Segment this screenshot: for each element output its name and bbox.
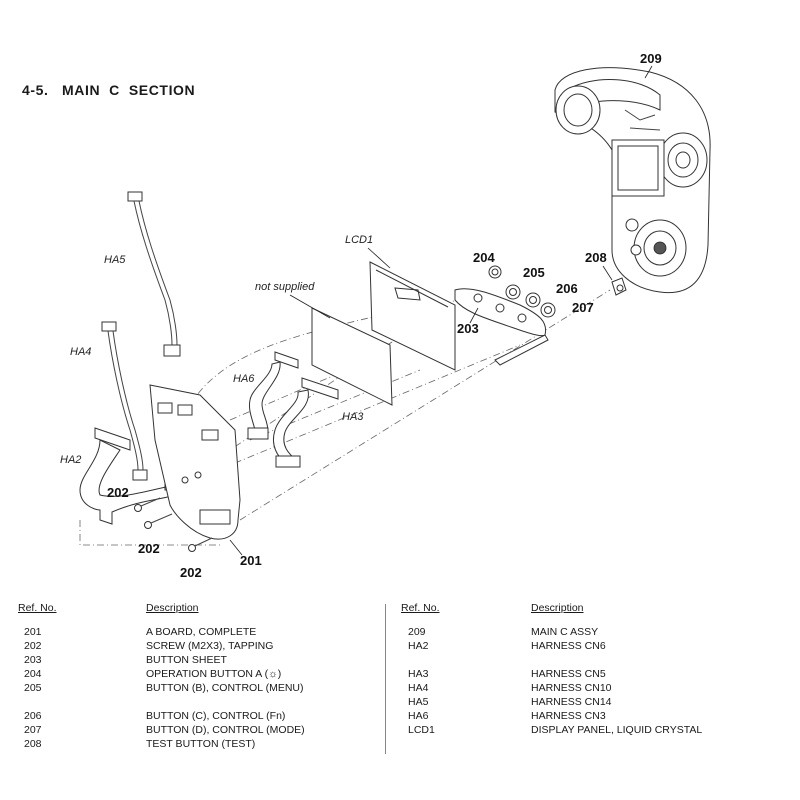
label-ha5: HA5 (104, 254, 126, 266)
left-row-ref: 206 (24, 710, 42, 722)
left-row-ref: 208 (24, 738, 42, 750)
left-row-desc: A BOARD, COMPLETE (146, 626, 257, 638)
callout-206: 206 (556, 281, 578, 296)
screw-202-b (144, 513, 173, 529)
screw-202-a (134, 497, 161, 512)
parts-table: Ref. No. Description Ref. No. Descriptio… (18, 602, 788, 772)
exploded-view-diagram: 209 HA5 HA4 HA2 201 (60, 51, 711, 580)
right-row-desc: HARNESS CN10 (531, 682, 612, 694)
left-row-desc: TEST BUTTON (TEST) (146, 738, 256, 750)
label-ha2: HA2 (60, 454, 81, 466)
right-row-ref: 209 (408, 626, 426, 638)
harness-ha4 (101, 321, 148, 481)
right-row-ref: HA2 (408, 640, 429, 652)
callout-201: 201 (240, 553, 262, 568)
right-row-desc: MAIN C ASSY (531, 626, 599, 638)
left-row-ref: 204 (24, 668, 42, 680)
left-row-ref: 202 (24, 640, 42, 652)
left-row-ref: 205 (24, 682, 42, 694)
label-ha3: HA3 (342, 411, 364, 423)
header-desc-right: Description (531, 602, 584, 614)
main-c-assy-209 (554, 67, 711, 294)
label-ha4: HA4 (70, 346, 91, 358)
lcd-panel-lcd1 (369, 261, 456, 371)
header-desc-left: Description (146, 602, 199, 614)
header-ref-left: Ref. No. (18, 602, 57, 614)
left-row-desc: BUTTON SHEET (146, 654, 227, 666)
harness-ha3 (272, 377, 339, 468)
button-205 (505, 284, 521, 300)
right-row-ref: HA5 (408, 696, 429, 708)
left-row-desc: OPERATION BUTTON A (☼) (146, 668, 282, 680)
callout-202-a: 202 (107, 485, 129, 500)
left-row-ref: 207 (24, 724, 42, 736)
right-row-desc: HARNESS CN6 (531, 640, 606, 652)
header-ref-right: Ref. No. (401, 602, 440, 614)
callout-202-b: 202 (138, 541, 160, 556)
callout-207: 207 (572, 300, 594, 315)
right-row-ref: HA6 (408, 710, 429, 722)
button-206 (525, 292, 541, 308)
left-row-desc: SCREW (M2X3), TAPPING (146, 640, 274, 652)
label-lcd1: LCD1 (345, 234, 373, 246)
a-board-201 (149, 384, 241, 540)
callout-205: 205 (523, 265, 545, 280)
right-row-ref: HA3 (408, 668, 429, 680)
left-row-desc: BUTTON (D), CONTROL (MODE) (146, 724, 305, 736)
left-row-ref: 201 (24, 626, 42, 638)
button-204 (488, 265, 502, 279)
page-title: 4-5. MAIN C SECTION (22, 82, 196, 98)
callout-208: 208 (585, 250, 607, 265)
harness-ha5 (127, 191, 181, 357)
callout-204: 204 (473, 250, 495, 265)
label-ha6: HA6 (233, 373, 255, 385)
left-row-ref: 203 (24, 654, 42, 666)
right-row-desc: HARNESS CN5 (531, 668, 606, 680)
right-row-ref: HA4 (408, 682, 429, 694)
table-divider (385, 604, 386, 754)
left-row-desc: BUTTON (C), CONTROL (Fn) (146, 710, 286, 722)
right-row-desc: DISPLAY PANEL, LIQUID CRYSTAL (531, 724, 703, 736)
label-not-supplied: not supplied (255, 281, 315, 293)
right-row-desc: HARNESS CN3 (531, 710, 606, 722)
screw-202-c (188, 537, 213, 552)
not-supplied-sheet (311, 307, 393, 406)
test-button-208 (611, 277, 627, 296)
left-row-desc: BUTTON (B), CONTROL (MENU) (146, 682, 304, 694)
harness-ha6 (247, 351, 299, 440)
button-sheet-203 (454, 288, 549, 366)
callout-203: 203 (457, 321, 479, 336)
right-row-desc: HARNESS CN14 (531, 696, 612, 708)
callout-209: 209 (640, 51, 662, 66)
button-207 (540, 302, 556, 318)
right-row-ref: LCD1 (408, 724, 435, 736)
callout-202-c: 202 (180, 565, 202, 580)
